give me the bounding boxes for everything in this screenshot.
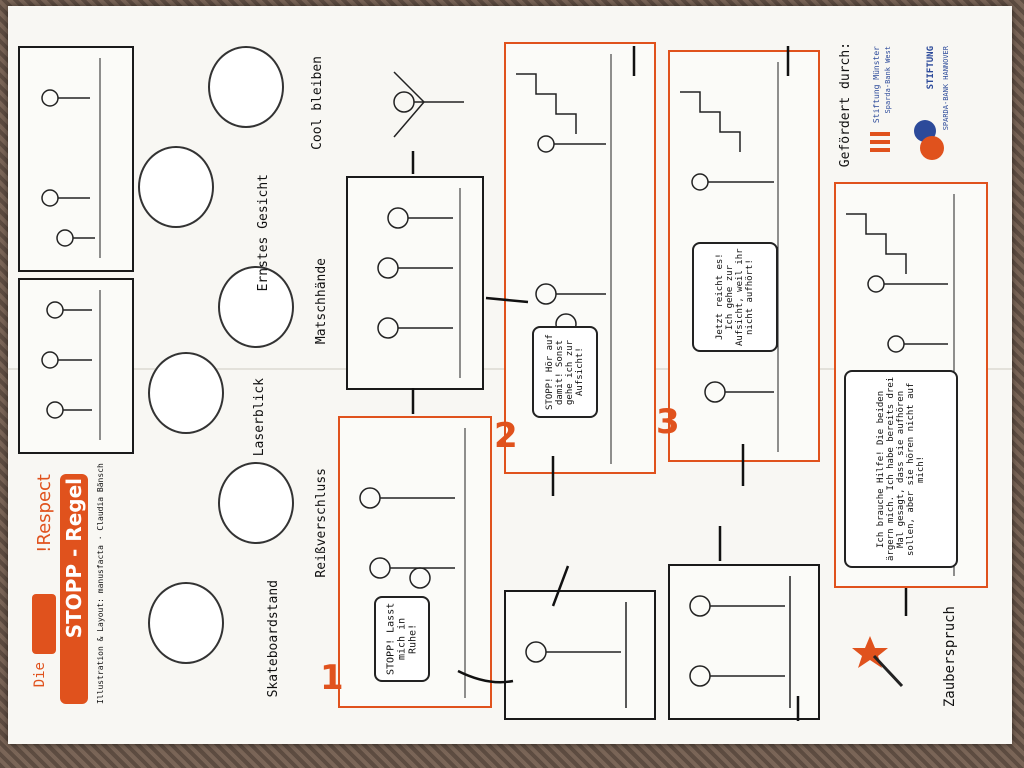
step-number-2: 2 [494,416,518,456]
brand-graphic [32,474,88,704]
thought-bubble-serious [138,146,214,228]
thought-bubble-laser [148,352,224,434]
step3-panel-drawing [680,62,779,452]
step-number-1: 1 [320,658,344,698]
intro-panel-2 [18,278,134,454]
stiftung-muenster-logo [870,132,890,152]
thought-bubble-zipper [218,462,294,544]
thought-bubble-fists [218,266,294,348]
stiftung-sparda-logo [914,120,944,160]
step2-pre-panel [504,590,656,720]
intro-panel-2-drawing [41,290,101,440]
magic-wand-icon [852,636,904,688]
step-number-3: 3 [656,402,680,442]
intro-panel-1 [18,46,134,272]
thought-bubble-skateboard [148,582,224,664]
step2-panel-drawing [516,54,612,464]
brand-area: Die STOPP - Regel !Respect [22,474,92,724]
thought-bubble-cool [208,46,284,128]
step3-pre-panel [668,564,820,720]
step1-panel-drawing [359,428,466,698]
poster: Die STOPP - Regel !Respect Illustration … [8,6,1012,744]
celebrating-figure [384,62,464,138]
matschhaende-drawing [377,188,461,378]
matschhaende-panel [346,176,484,390]
intro-panel-1-drawing [41,58,101,258]
flow-arrows [411,46,908,721]
